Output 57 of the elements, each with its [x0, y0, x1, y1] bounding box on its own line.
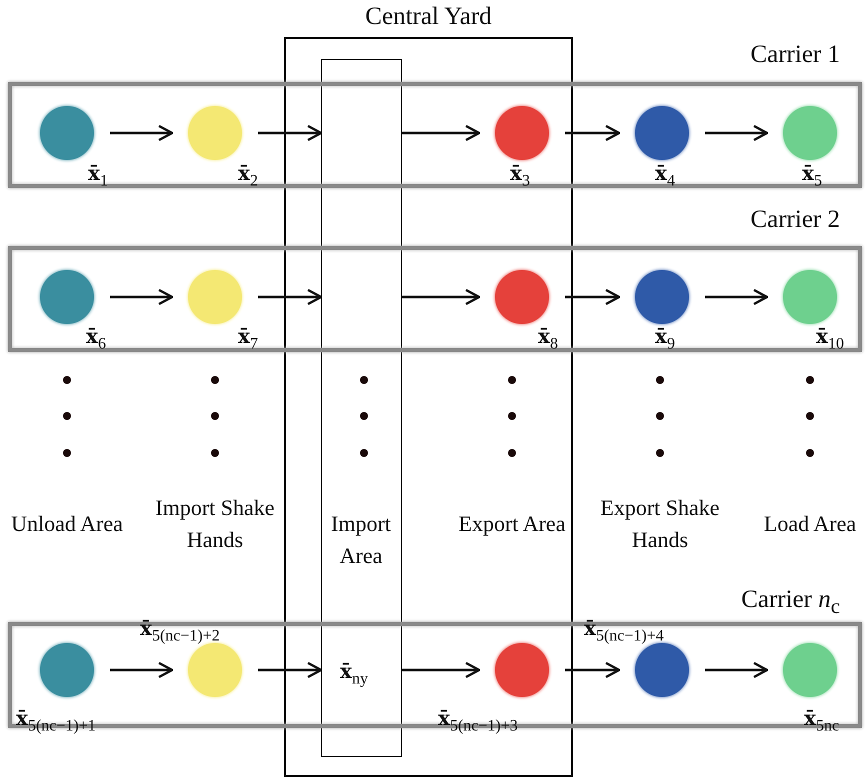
arrow — [258, 124, 322, 142]
arrow — [402, 662, 480, 678]
carrier-heading: Carrier 1 — [750, 40, 840, 70]
arrow — [705, 124, 768, 142]
area-label: Import Area — [330, 510, 392, 570]
node-circle — [783, 106, 837, 160]
node-circle — [635, 270, 689, 324]
node-circle — [40, 270, 94, 324]
arrow — [565, 662, 620, 678]
variable-label: x̄$_{1}$ — [88, 160, 108, 192]
area-label: Load Area — [762, 510, 858, 538]
arrow — [258, 662, 322, 678]
area-label: Unload Area — [10, 510, 124, 538]
node-circle — [188, 643, 242, 697]
arrow — [110, 124, 174, 142]
node-circle — [188, 270, 242, 324]
arrow — [110, 288, 174, 306]
variable-label: x̄$_{5}$ — [802, 160, 822, 192]
variable-label: x̄$_{10}$ — [816, 323, 844, 355]
arrow — [110, 662, 174, 678]
arrow — [565, 124, 620, 142]
node-circle — [495, 106, 549, 160]
arrow — [705, 288, 768, 306]
variable-label: x̄$_{5(nc−1)+1}$ — [16, 705, 96, 737]
node-circle — [495, 643, 549, 697]
variable-label: x̄$_{2}$ — [238, 160, 258, 192]
node-circle — [635, 106, 689, 160]
variable-label: x̄$_{8}$ — [538, 323, 558, 355]
arrow — [258, 288, 322, 306]
variable-label: x̄$_{3}$ — [510, 160, 530, 192]
arrow — [565, 288, 620, 306]
area-heading: Central Yard — [364, 2, 493, 32]
node-circle — [40, 643, 94, 697]
area-label: Export Area — [458, 510, 566, 538]
node-circle — [783, 643, 837, 697]
variable-label: x̄$_{5(nc−1)+3}$ — [438, 705, 518, 737]
node-circle — [188, 106, 242, 160]
variable-label: x̄$_{7}$ — [238, 323, 258, 355]
node-circle — [40, 106, 94, 160]
node-circle — [783, 270, 837, 324]
variable-label: x̄$_{9}$ — [655, 323, 675, 355]
carrier-heading: Carrier 2 — [750, 205, 840, 235]
variable-label: x̄$_{ny}$ — [340, 658, 368, 690]
variable-label: x̄$_{4}$ — [655, 160, 675, 192]
variable-label: x̄$_{5nc}$ — [804, 705, 840, 737]
import-column — [320, 58, 402, 756]
variable-label: x̄$_{6}$ — [86, 323, 106, 355]
node-circle — [495, 270, 549, 324]
area-label: Import Shake Hands — [155, 494, 275, 554]
arrow — [705, 662, 768, 678]
arrow — [402, 288, 480, 306]
node-circle — [635, 643, 689, 697]
variable-label: x̄$_{5(nc−1)+2}$ — [140, 615, 220, 647]
arrow — [402, 124, 480, 142]
carrier-heading: Carrier n$_{c}$ — [741, 585, 840, 620]
area-label: Export Shake Hands — [600, 494, 720, 554]
variable-label: x̄$_{5(nc−1)+4}$ — [584, 615, 664, 647]
